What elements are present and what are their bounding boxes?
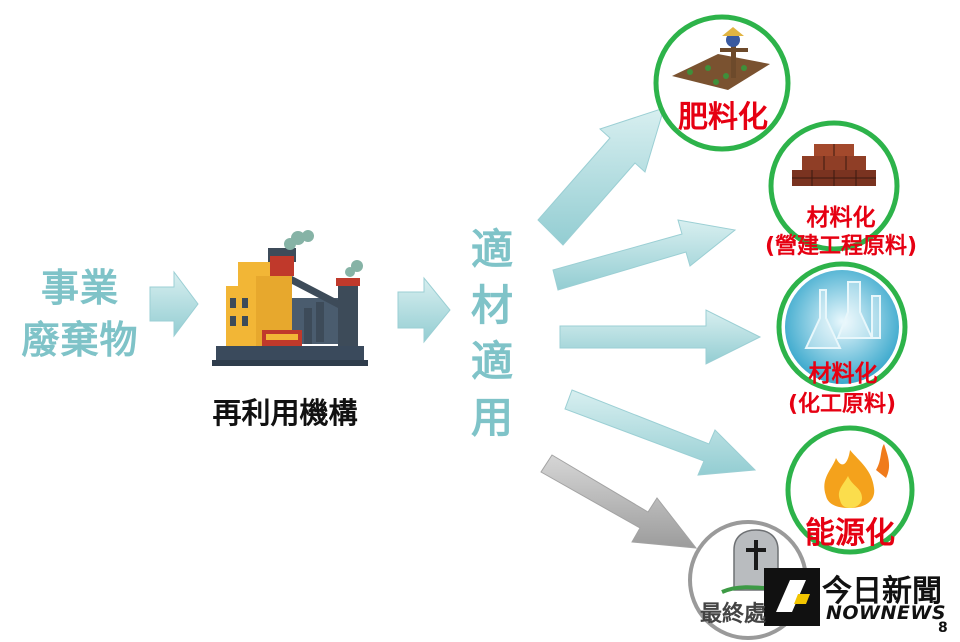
farm-field-icon	[672, 27, 770, 90]
arrow-to-energy	[564, 389, 757, 476]
construction-circle	[768, 120, 900, 252]
output-fertilizer-label: 肥料化	[678, 100, 768, 135]
principle-label: 適 材 適 用	[462, 222, 522, 446]
nownews-logo-icon	[764, 568, 820, 626]
principle-char: 適	[470, 225, 513, 274]
watermark-chinese: 今日新聞	[822, 574, 942, 609]
chemical-circle	[776, 261, 908, 393]
fertilizer-circle	[653, 14, 791, 152]
fire-icon	[824, 444, 890, 508]
output-construction-label: 材料化	[806, 205, 876, 231]
principle-char: 用	[470, 393, 513, 442]
arrow-source-to-facility	[149, 270, 199, 338]
page-number: 8	[938, 620, 948, 636]
output-construction-sublabel: (營建工程原料)	[764, 234, 918, 259]
principle-char: 材	[470, 281, 513, 330]
facility-label: 再利用機構	[212, 396, 358, 430]
arrow-to-disposal	[540, 454, 698, 549]
lab-flask-icon	[804, 281, 881, 349]
principle-char: 適	[470, 337, 513, 386]
output-energy-label: 能源化	[805, 516, 895, 551]
factory-icon	[212, 230, 368, 366]
output-chemical-sublabel: (化工原料)	[787, 392, 897, 417]
source-label-line1: 事業	[40, 266, 119, 310]
arrow-facility-to-principle	[397, 276, 451, 344]
energy-circle	[785, 425, 915, 555]
output-chemical-label: 材料化	[808, 361, 878, 387]
output-disposal-label: 最終處	[700, 602, 767, 627]
brick-wall-icon	[792, 144, 876, 186]
source-label-line2: 廢棄物	[21, 318, 139, 362]
arrow-to-chemical	[559, 309, 762, 365]
source-label: 事業 廢棄物	[10, 262, 150, 366]
arrow-to-construction	[552, 219, 737, 291]
arrow-to-fertilizer	[537, 107, 665, 246]
watermark-english: NOWNEWS	[826, 602, 947, 624]
